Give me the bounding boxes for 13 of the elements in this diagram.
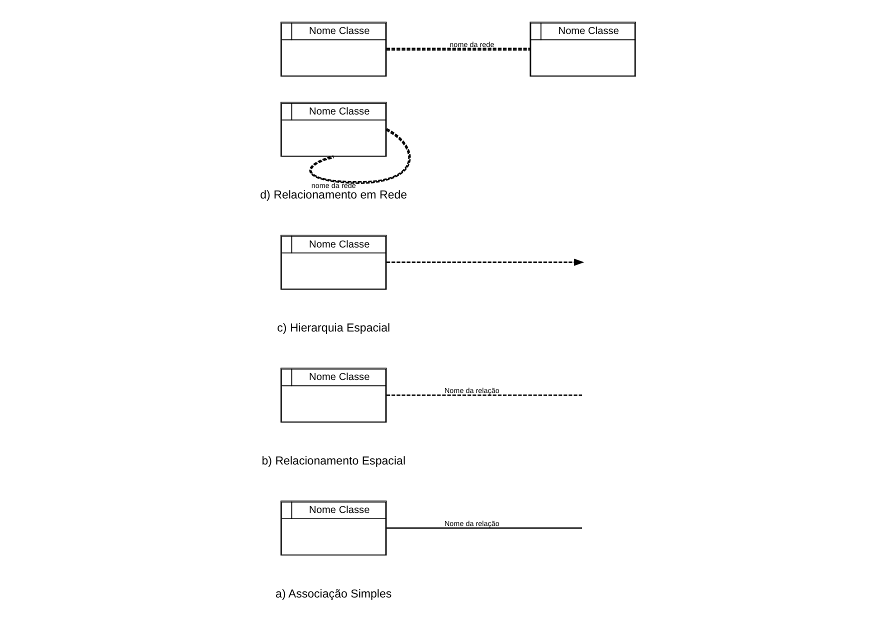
label: b) Relacionamento Espacial (261, 455, 406, 468)
connector (386, 527, 582, 529)
label: a) Associação Simples (275, 588, 392, 600)
connector (386, 394, 582, 396)
label: c) Hierarquia Espacial (276, 322, 390, 334)
arrow (386, 258, 584, 266)
edge-label: nome da rede (310, 181, 356, 190)
label: d) Relacionamento em Rede (260, 190, 407, 202)
connector (308, 128, 410, 184)
edge-label: Nome da relação (444, 518, 499, 528)
edge-label: Nome da relação (444, 386, 499, 396)
edge-label: nome da rede (449, 40, 494, 50)
connector (386, 48, 530, 51)
